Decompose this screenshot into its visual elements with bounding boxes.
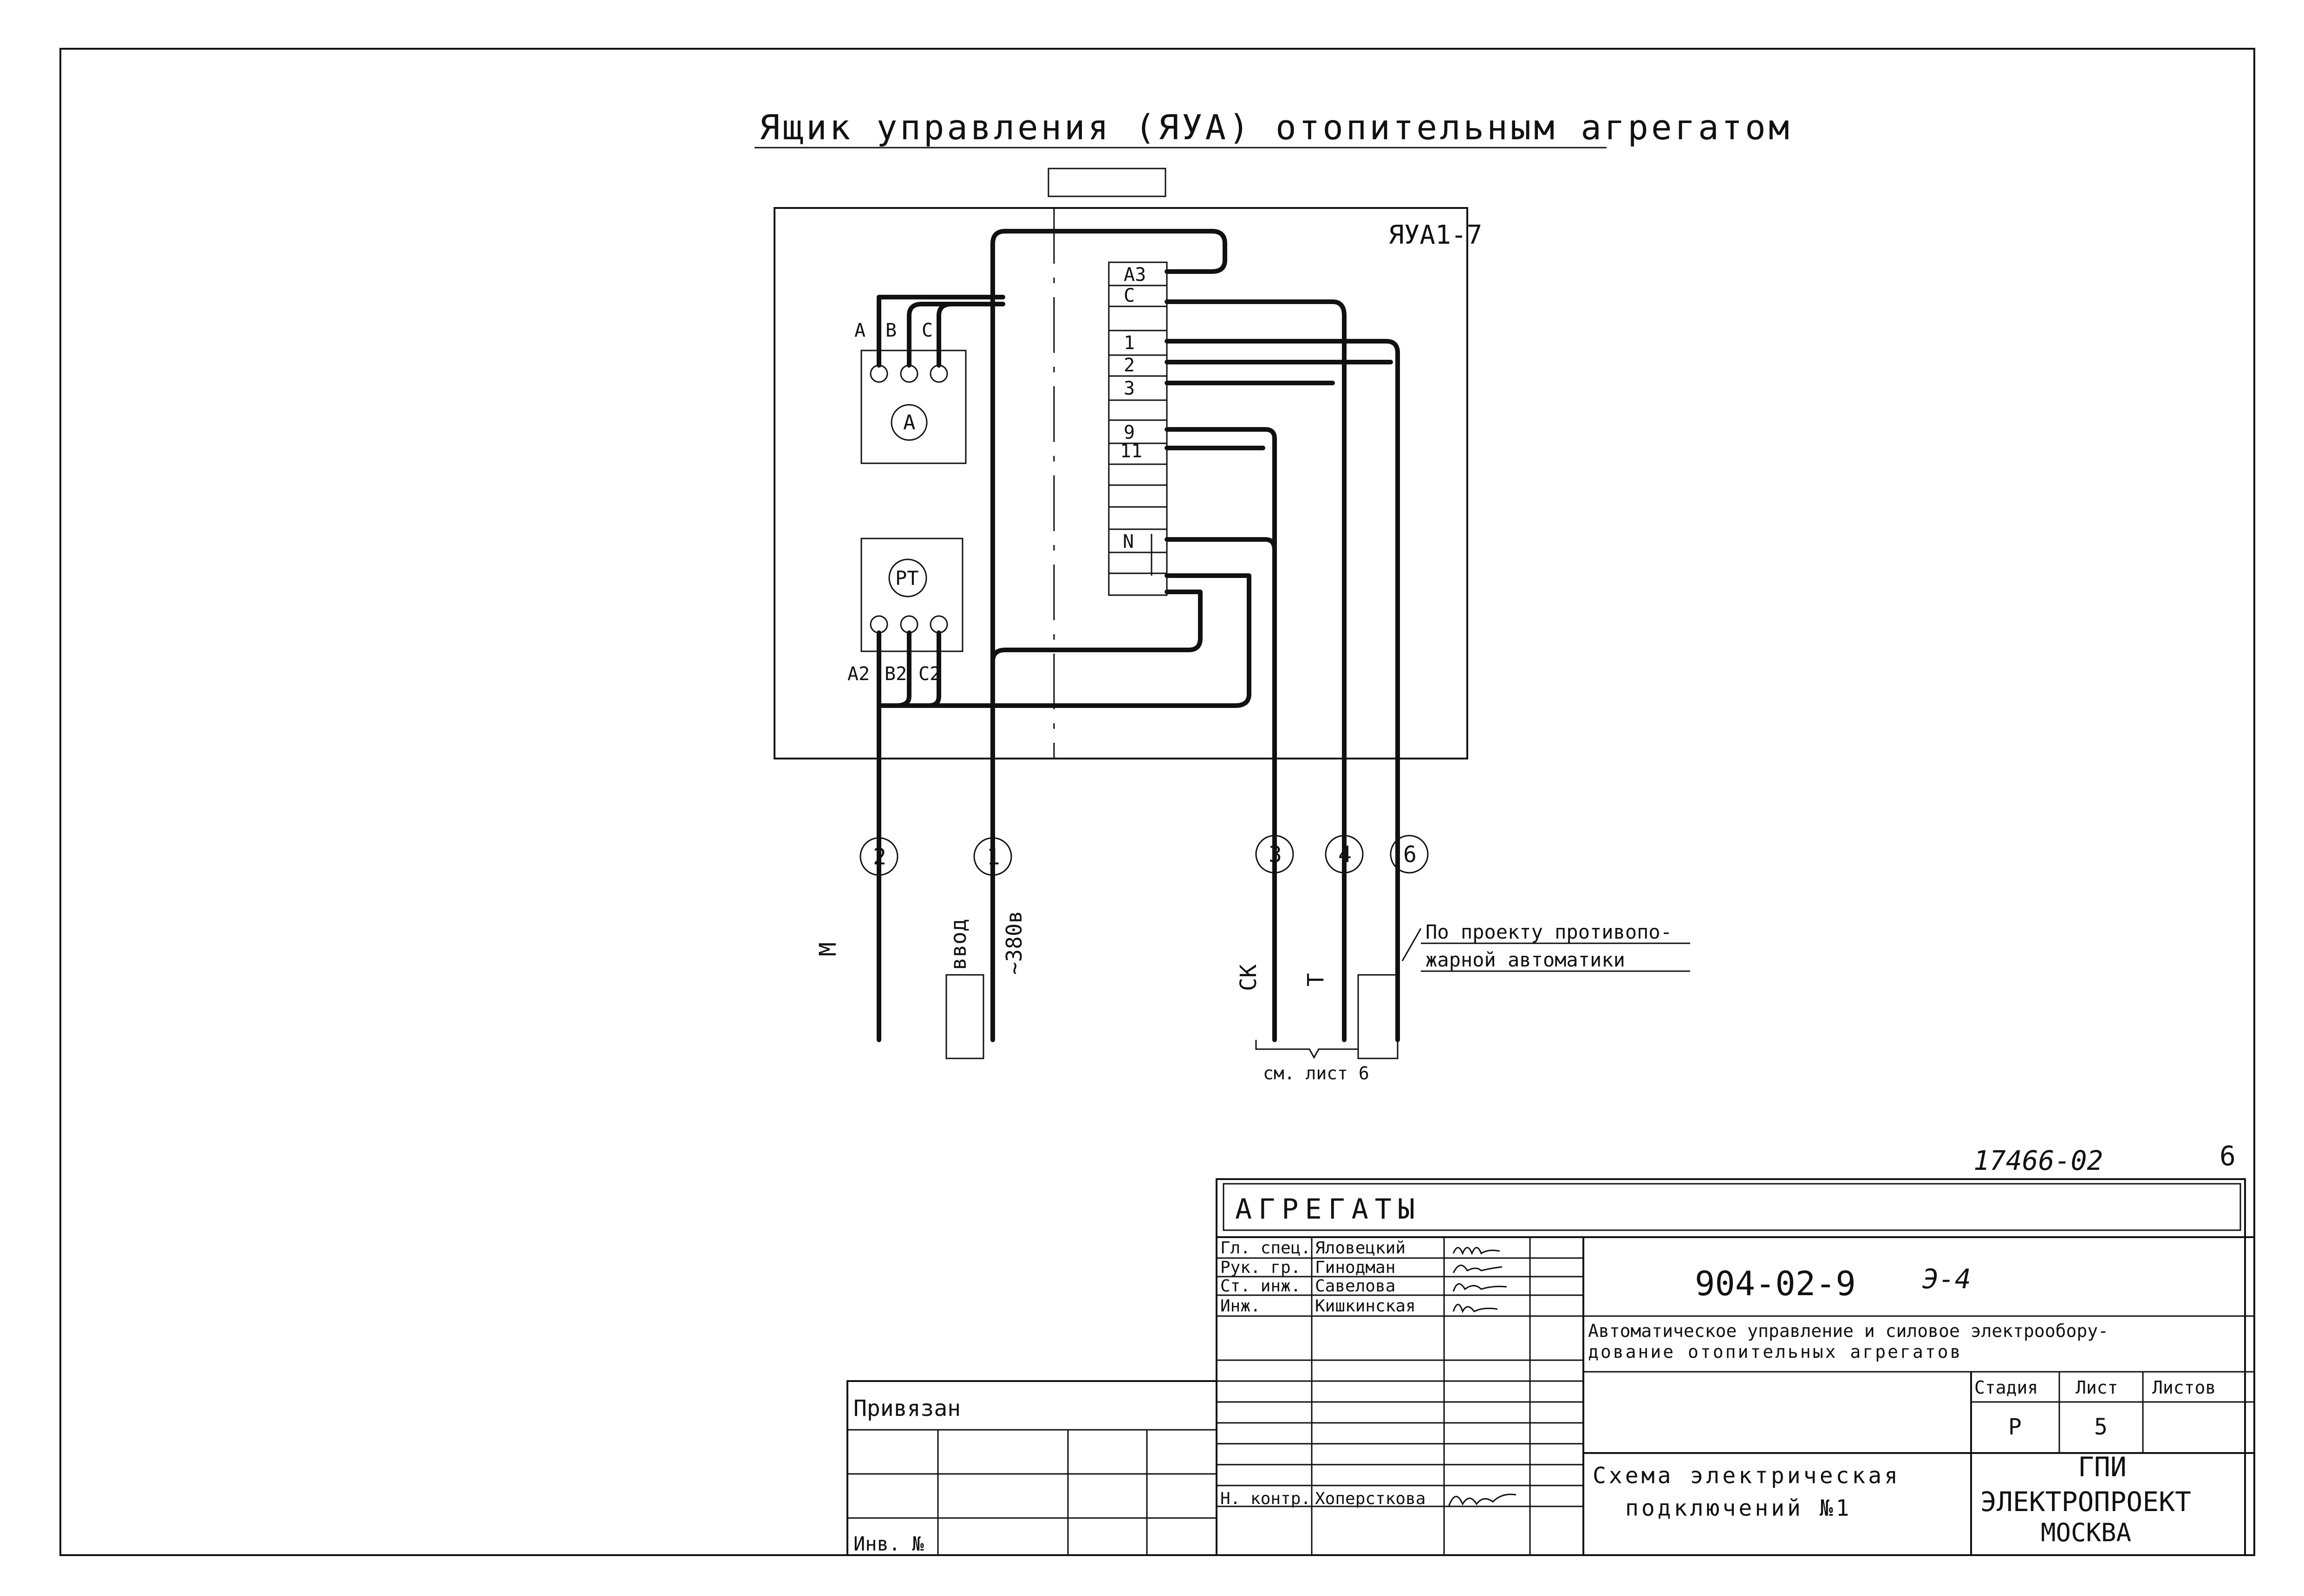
drawing-title-2: подключений №1: [1625, 1495, 1852, 1521]
terminal-11: 11: [1120, 441, 1142, 462]
signatory-name-2: Гинодман: [1315, 1258, 1395, 1277]
relay-phase-a2: А2: [847, 663, 870, 685]
relay-phase-b2: В2: [885, 663, 907, 685]
ammeter-phase-b: В: [885, 320, 897, 341]
ammeter-phase-a: А: [854, 320, 866, 341]
project-title-2: дование отопительных агрегатов: [1588, 1342, 1962, 1362]
cable-t-label: Т: [1303, 973, 1329, 986]
inv-label: Инв. №: [853, 1532, 924, 1555]
terminal-2: 2: [1124, 355, 1135, 376]
org-line-2: ЭЛЕКТРОПРОЕКТ: [1980, 1486, 2191, 1518]
fire-note-leader: [1401, 928, 1422, 961]
stage-value: Р: [2008, 1414, 2022, 1440]
fire-note-line-2: жарной автоматики: [1425, 948, 1625, 971]
cable-6-marker: [1390, 835, 1429, 874]
relay-symbol: [888, 558, 927, 597]
gland-cable-1: [945, 974, 984, 1059]
cable-1-wiring: [990, 229, 1227, 1042]
relay-label: РТ: [895, 567, 919, 590]
binding-stamp: [846, 1380, 1217, 1556]
signatory-name-4: Кишкинская: [1315, 1297, 1416, 1316]
terminal-3: 3: [1124, 378, 1135, 399]
org-line-3: МОСКВА: [2041, 1518, 2131, 1547]
cable-2-wiring: [877, 573, 1251, 1042]
cable-4-number: 4: [1338, 842, 1352, 868]
cable-vvod-label: ввод: [946, 919, 971, 970]
ammeter-term-a: [870, 364, 888, 383]
ammeter-phase-c: С: [922, 320, 933, 341]
terminal-1: 1: [1124, 332, 1135, 354]
relay-term-a2: [870, 615, 888, 634]
fire-note-line-1: По проекту противопо-: [1425, 921, 1672, 943]
control-role: Н. контр.: [1220, 1489, 1311, 1508]
signatory-role-3: Ст. инж.: [1220, 1277, 1301, 1296]
doc-number: 904-02-9: [1695, 1264, 1856, 1303]
cable-380-label: ~380в: [1002, 911, 1027, 975]
section-title: АГРЕГАТЫ: [1235, 1193, 1421, 1226]
drawing-title: Ящик управления (ЯУА) отопительным агрег…: [759, 108, 1792, 148]
terminal-c: С: [1124, 285, 1135, 306]
sheet-code: 17466-02: [1973, 1145, 2103, 1176]
control-name: Хоперсткова: [1315, 1489, 1425, 1508]
doc-mark: Э-4: [1922, 1263, 1971, 1295]
project-title-1: Автоматическое управление и силовое элек…: [1588, 1321, 2109, 1341]
cable-1-number: 1: [987, 844, 1000, 870]
signatory-role-2: Рук. гр.: [1220, 1258, 1301, 1277]
sheet-header: Лист: [2076, 1377, 2118, 1398]
signatory-name-3: Савелова: [1315, 1277, 1395, 1296]
relay-term-c2: [930, 615, 948, 634]
sheet-page-number: 6: [2219, 1140, 2236, 1172]
box-label: ЯУА1-7: [1388, 220, 1482, 250]
signature-marks: [1448, 1247, 1516, 1507]
stage-header: Стадия: [1974, 1377, 2038, 1398]
cable-4-marker: [1325, 835, 1364, 874]
title-block: [1216, 1178, 2254, 1556]
relay-block: [860, 538, 963, 652]
terminal-a3: А3: [1124, 264, 1146, 285]
sheet-value: 5: [2094, 1414, 2108, 1440]
drawing-title-1: Схема электрическая: [1593, 1463, 1900, 1489]
cable-1-marker: [973, 837, 1012, 876]
control-box: [774, 207, 1468, 759]
terminal-strip: [1108, 261, 1168, 596]
signatory-role-1: Гл. спец.: [1220, 1239, 1311, 1258]
cable-3-wiring: [1165, 427, 1277, 1042]
ammeter-symbol: [891, 404, 928, 441]
top-gland: [1048, 168, 1166, 197]
see-sheet-brace: [1255, 1040, 1359, 1059]
relay-term-b2: [900, 615, 918, 634]
ammeter-label: А: [903, 411, 916, 435]
signatory-role-4: Инж.: [1220, 1297, 1261, 1316]
ammeter-term-c: [930, 364, 948, 383]
cable-6-number: 6: [1403, 842, 1417, 868]
cable-m-label: М: [814, 942, 841, 956]
cable-2-marker: [859, 837, 898, 876]
org-line-1: ГПИ: [2078, 1451, 2127, 1483]
ammeter-wiring: [877, 295, 1005, 368]
see-sheet-note: см. лист 6: [1263, 1063, 1369, 1083]
gland-cable-6: [1357, 974, 1399, 1059]
cable-3-marker: [1255, 835, 1294, 874]
cable-sk-label: СК: [1236, 964, 1262, 991]
terminal-9: 9: [1124, 422, 1135, 443]
cable-4-wiring: [1165, 299, 1347, 1042]
bound-label: Привязан: [853, 1395, 961, 1421]
ammeter-block: [860, 350, 967, 464]
cable-2-number: 2: [873, 844, 886, 870]
terminal-n: N: [1123, 531, 1134, 552]
sheets-header: Листов: [2152, 1377, 2216, 1398]
ammeter-term-b: [900, 364, 918, 383]
cable-3-number: 3: [1269, 842, 1282, 868]
signatory-name-1: Яловецкий: [1315, 1239, 1406, 1258]
